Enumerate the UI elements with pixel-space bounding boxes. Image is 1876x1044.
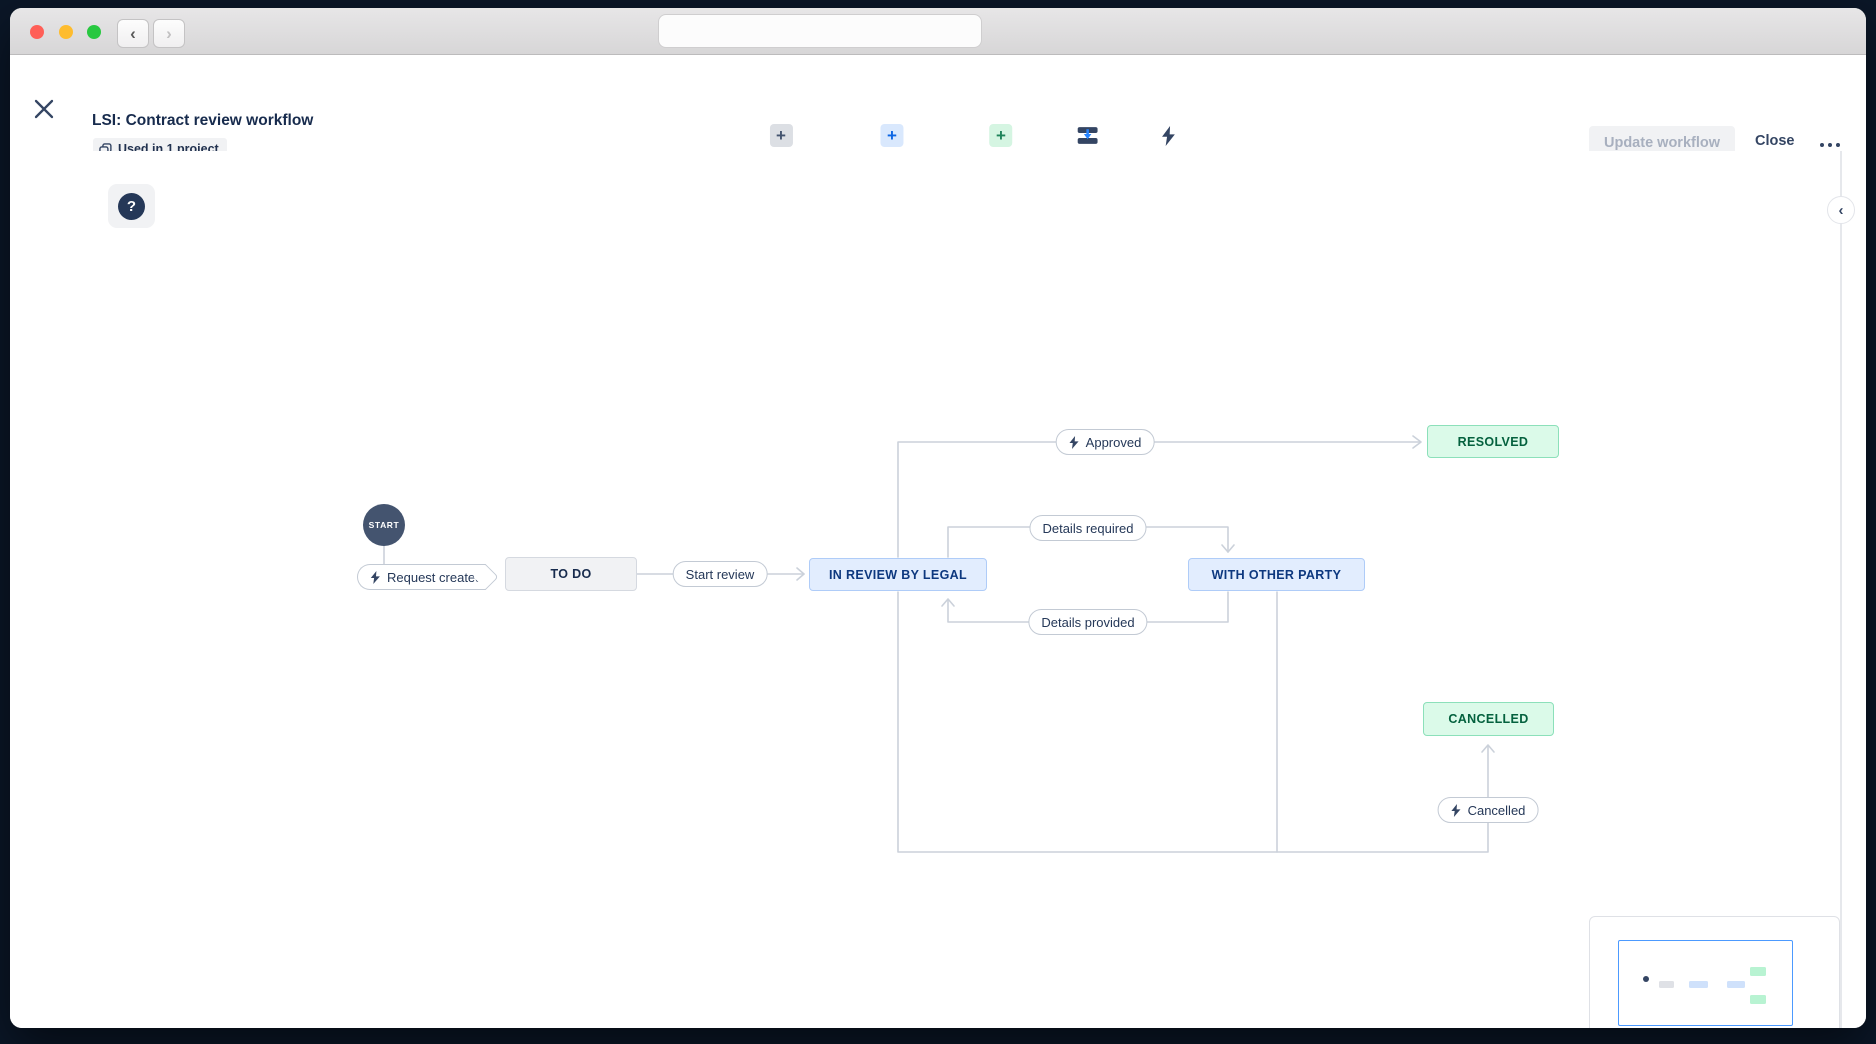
close-button[interactable]: Close — [1755, 133, 1795, 149]
browser-forward-button[interactable]: › — [153, 19, 185, 48]
transition-icon — [1078, 127, 1098, 144]
workflow-editor-header: LSI: Contract review workflow Used in 1 … — [10, 55, 1866, 198]
minimap-todo-node — [1659, 981, 1674, 988]
plus-icon: + — [880, 124, 904, 147]
transition-label: Approved — [1085, 434, 1142, 450]
rule-lightning-icon — [1069, 435, 1079, 449]
status-to-do[interactable]: TO DO — [505, 557, 637, 591]
more-menu-button[interactable] — [1816, 139, 1844, 151]
zoom-window-button[interactable] — [87, 25, 101, 39]
question-icon: ? — [118, 192, 145, 220]
right-panel-divider — [1840, 151, 1842, 1028]
transition-approved[interactable]: Approved — [1055, 429, 1155, 455]
status-with-other-party[interactable]: WITH OTHER PARTY — [1188, 558, 1365, 591]
transition-label: Request created — [387, 569, 483, 585]
rule-lightning-icon — [370, 570, 380, 584]
collapse-panel-button[interactable]: ‹ — [1827, 196, 1855, 224]
status-resolved[interactable]: RESOLVED — [1427, 425, 1559, 458]
transition-details-provided[interactable]: Details provided — [1028, 609, 1148, 635]
url-bar[interactable] — [658, 14, 982, 48]
plus-icon: + — [769, 124, 793, 147]
workflow-title: LSI: Contract review workflow — [92, 112, 314, 129]
minimize-window-button[interactable] — [59, 25, 73, 39]
transition-label: Details provided — [1041, 614, 1135, 630]
help-button[interactable]: ? — [108, 184, 155, 228]
status-cancelled[interactable]: CANCELLED — [1423, 702, 1554, 736]
plus-icon: + — [989, 124, 1013, 147]
status-in-review-by-legal[interactable]: IN REVIEW BY LEGAL — [809, 558, 987, 591]
minimap-inprogress-node — [1689, 981, 1708, 988]
close-editor-icon[interactable] — [32, 97, 56, 121]
transition-cancelled[interactable]: Cancelled — [1437, 797, 1539, 823]
minimap-viewport[interactable] — [1618, 940, 1793, 1026]
workflow-canvas[interactable]: ? ‹ — [10, 151, 1866, 1028]
minimap-done-node — [1750, 995, 1766, 1004]
transition-start-review[interactable]: Start review — [672, 561, 768, 587]
transition-request-created[interactable]: Request created — [357, 564, 487, 590]
minimap — [1589, 916, 1840, 1028]
start-node[interactable]: START — [363, 504, 405, 546]
transition-label: Start review — [685, 566, 755, 582]
browser-back-button[interactable]: ‹ — [117, 19, 149, 48]
minimap-inprogress-node — [1727, 981, 1745, 988]
app-window: ‹ › LSI: Contract review workflow Used i… — [10, 8, 1866, 1028]
transition-details-required[interactable]: Details required — [1029, 515, 1147, 541]
titlebar: ‹ › — [10, 8, 1866, 55]
lightning-icon — [1161, 125, 1175, 146]
rule-lightning-icon — [1451, 803, 1461, 817]
close-window-button[interactable] — [30, 25, 44, 39]
transition-label: Cancelled — [1467, 802, 1526, 818]
minimap-done-node — [1750, 967, 1766, 976]
transition-label: Details required — [1042, 520, 1134, 536]
minimap-start-node — [1643, 976, 1649, 982]
